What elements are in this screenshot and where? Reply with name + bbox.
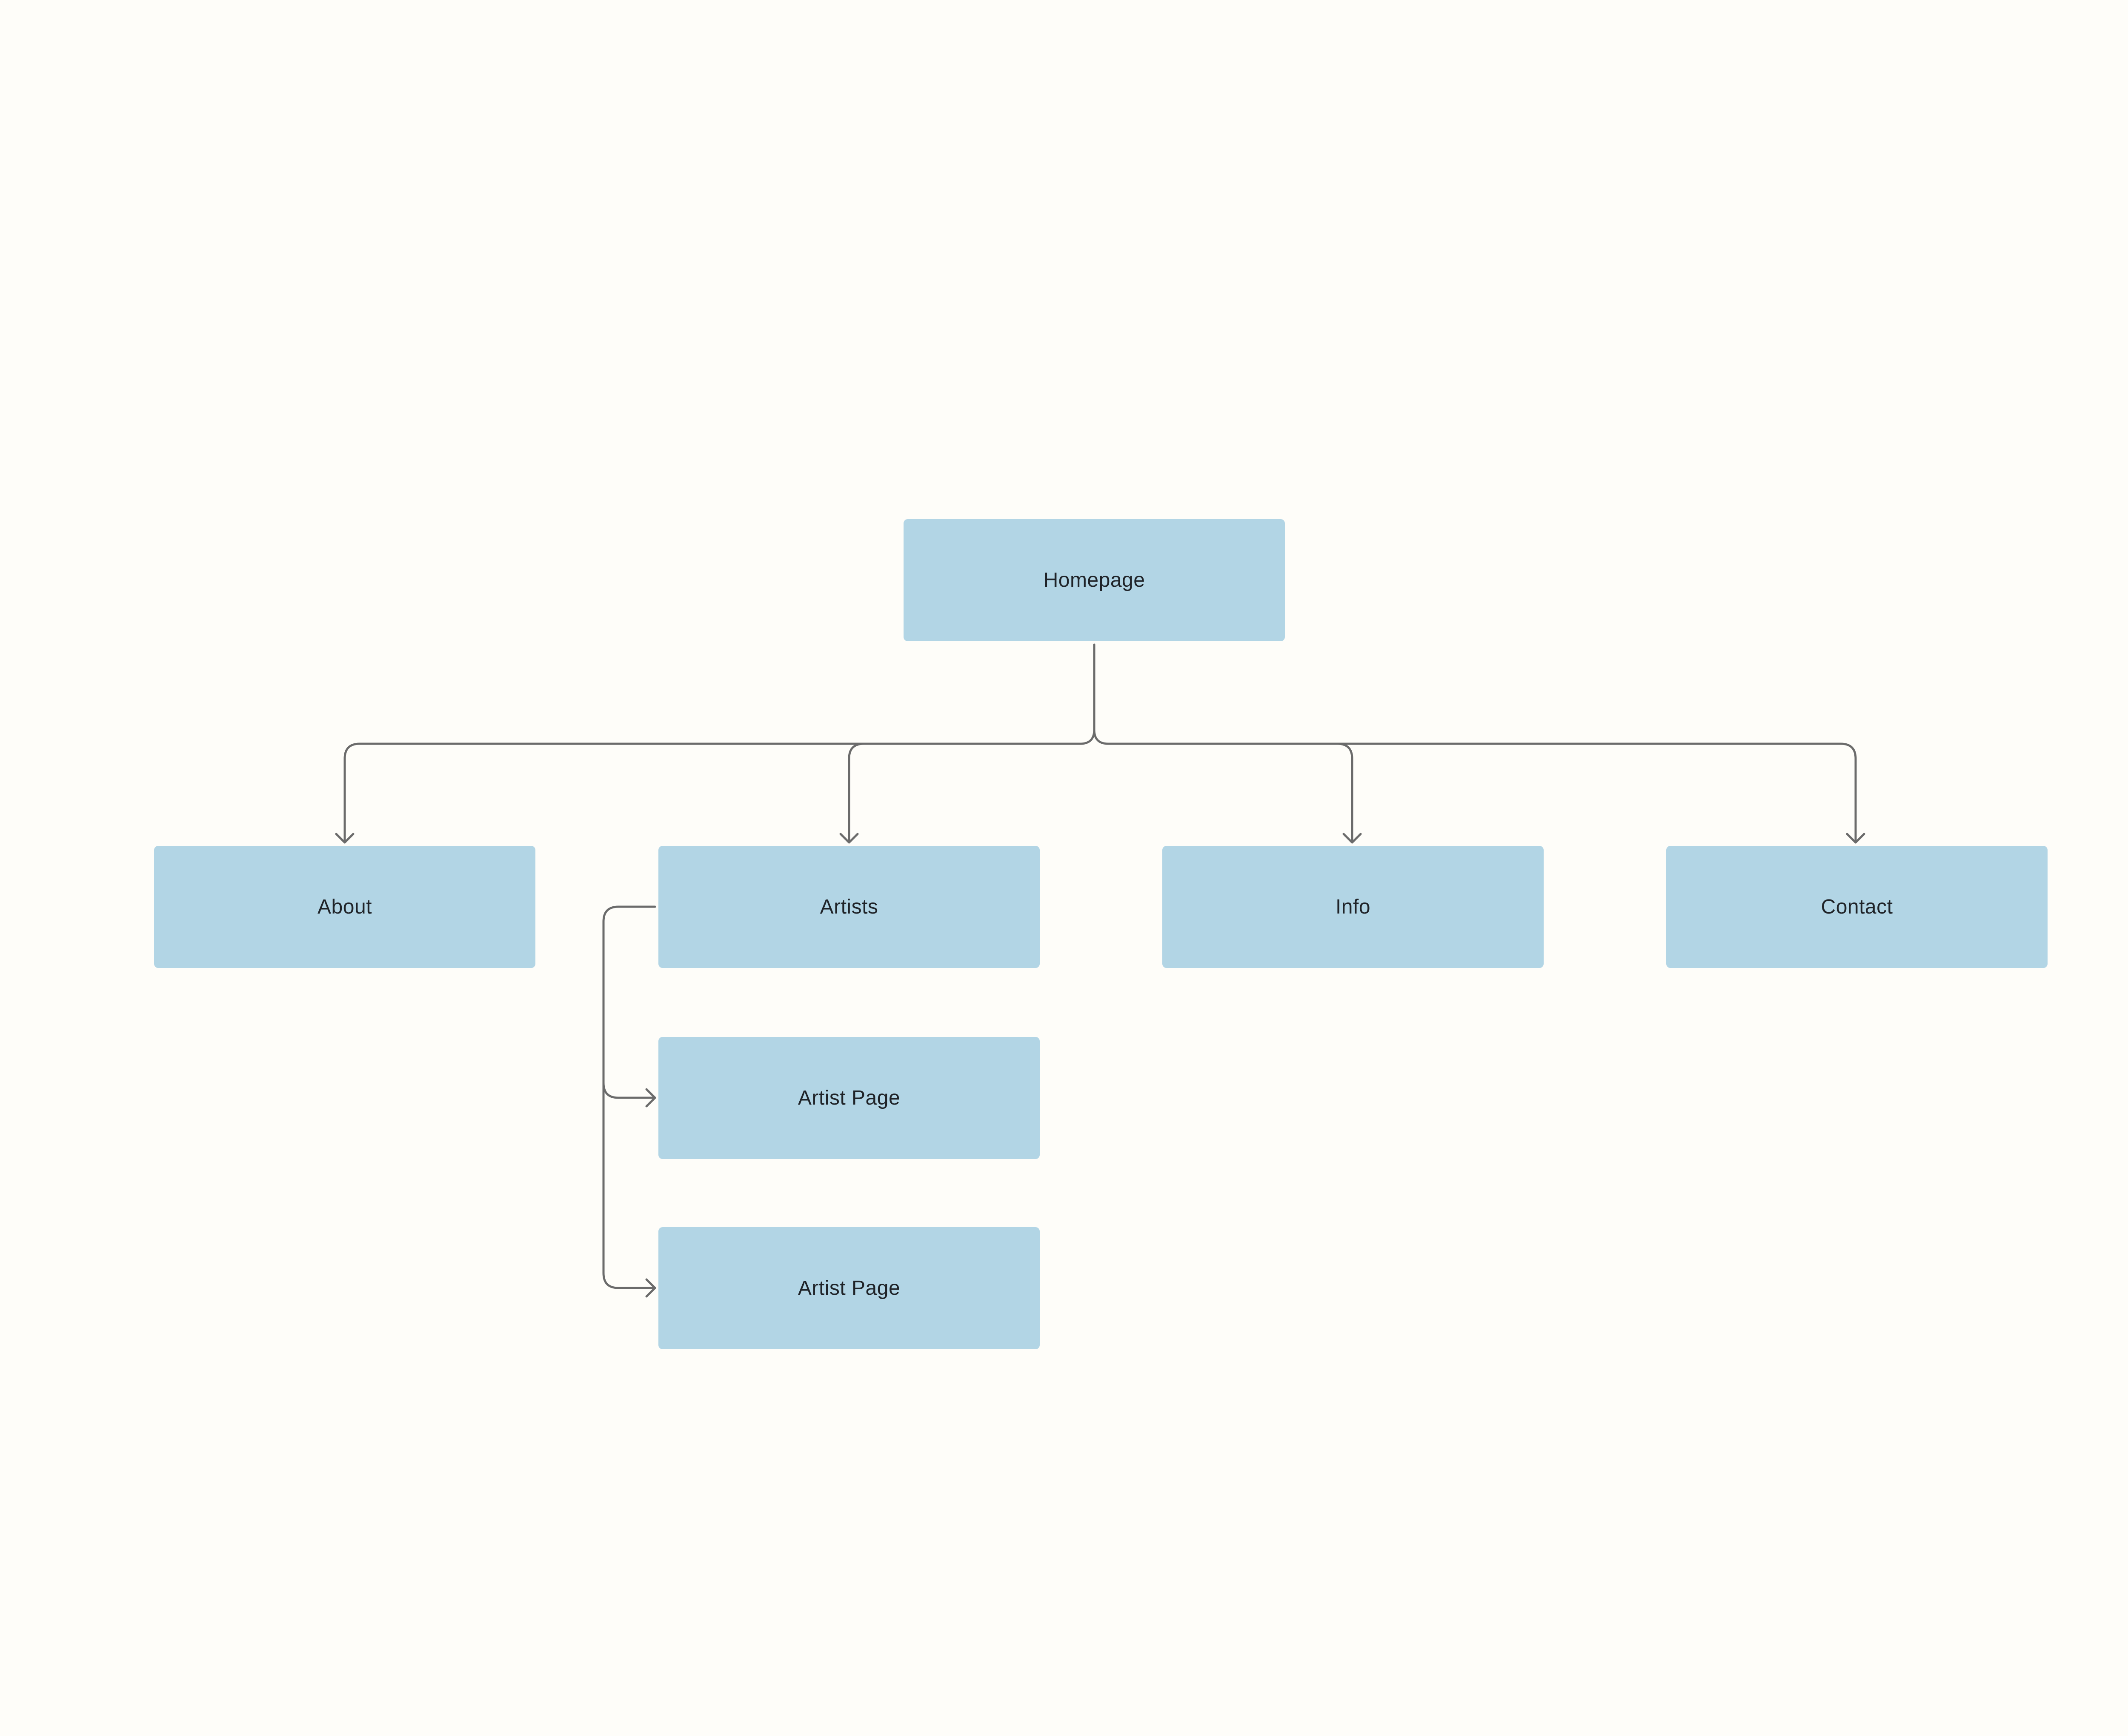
edge-artists-artist-pages xyxy=(602,905,656,1289)
edge-homepage-contact xyxy=(1093,728,1857,844)
node-info[interactable]: Info xyxy=(1162,846,1544,968)
node-label: Artist Page xyxy=(798,1087,901,1109)
node-label: Artists xyxy=(820,896,878,918)
node-contact[interactable]: Contact xyxy=(1666,846,2048,968)
edge-artists-artist-page-1 xyxy=(602,1082,656,1099)
arrowhead-artist-page-1 xyxy=(645,1088,656,1108)
node-label: Artist Page xyxy=(798,1277,901,1299)
node-artist-page[interactable]: Artist Page xyxy=(658,1037,1040,1159)
arrowhead-artist-page-2 xyxy=(645,1278,656,1298)
node-label: About xyxy=(317,896,372,918)
node-artist-page[interactable]: Artist Page xyxy=(658,1227,1040,1349)
arrowhead-info xyxy=(1342,833,1362,844)
edge-homepage-artists xyxy=(848,742,865,844)
edge-homepage-about xyxy=(343,643,1095,844)
node-label: Homepage xyxy=(1043,569,1145,591)
node-label: Contact xyxy=(1821,896,1893,918)
edge-homepage-info xyxy=(1336,742,1353,844)
node-artists[interactable]: Artists xyxy=(658,846,1040,968)
arrowhead-about xyxy=(335,833,355,844)
node-homepage[interactable]: Homepage xyxy=(904,519,1285,641)
node-about[interactable]: About xyxy=(154,846,535,968)
node-label: Info xyxy=(1335,896,1371,918)
arrowhead-contact xyxy=(1846,833,1865,844)
arrowhead-artists xyxy=(839,833,859,844)
